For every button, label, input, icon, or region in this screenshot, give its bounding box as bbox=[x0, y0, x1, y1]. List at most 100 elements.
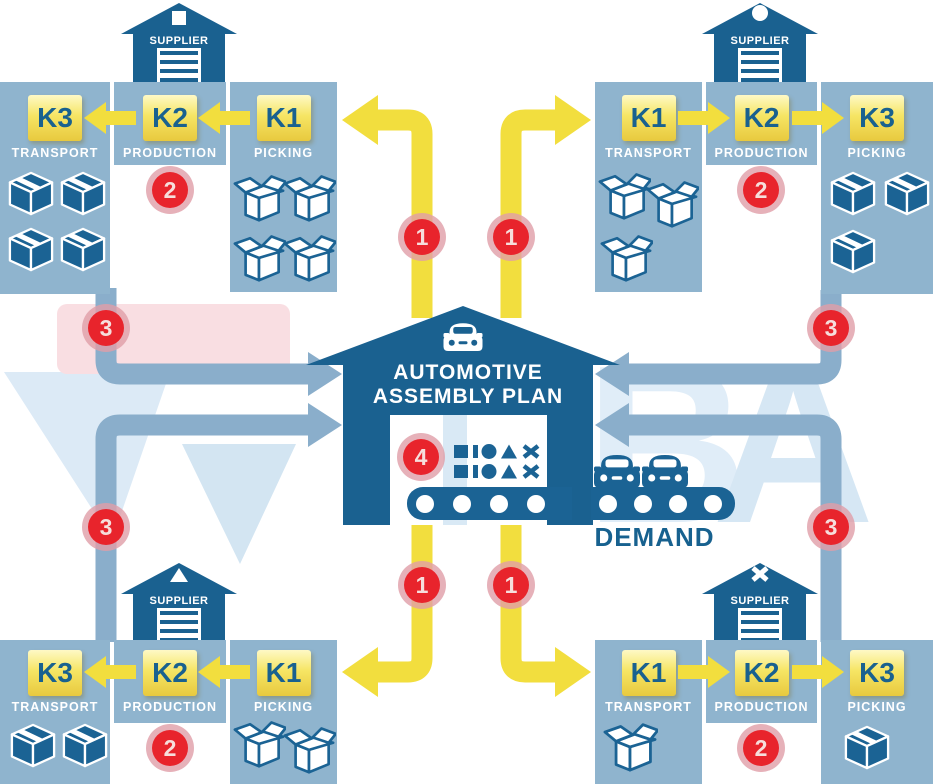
conveyor-roller-icon bbox=[453, 494, 471, 513]
kanban-card-label: K2 bbox=[152, 657, 188, 688]
conveyor-roller-icon bbox=[416, 494, 434, 513]
open-box-icon bbox=[232, 172, 286, 222]
closed-box-icon bbox=[830, 228, 876, 274]
kanban-card: K1 bbox=[621, 95, 676, 141]
kanban-flow-arrow-left-icon bbox=[198, 102, 250, 134]
kanban-card: K3 bbox=[28, 650, 82, 696]
step-badge-3: 3 bbox=[813, 310, 849, 346]
triangle-marker-icon bbox=[170, 568, 188, 582]
kanban-card: K3 bbox=[850, 650, 904, 696]
stage-label: PRODUCTION bbox=[122, 700, 218, 714]
conveyor-roller-icon bbox=[704, 494, 722, 513]
open-box-icon bbox=[599, 232, 653, 282]
kanban-card: K1 bbox=[621, 650, 676, 696]
stage-label: TRANSPORT bbox=[605, 146, 692, 160]
kanban-flow-arrow-right-icon bbox=[678, 656, 730, 688]
title-line-1: AUTOMOTIVE bbox=[393, 361, 543, 384]
cross-marker-icon bbox=[751, 566, 769, 582]
stage-label: PRODUCTION bbox=[122, 146, 218, 160]
kanban-card: K2 bbox=[734, 95, 789, 141]
stage-label: PICKING bbox=[253, 146, 314, 160]
car-icon bbox=[437, 321, 489, 351]
step-badge-1: 1 bbox=[404, 567, 440, 603]
stage-column-transport: K3 TRANSPORT bbox=[0, 640, 110, 784]
open-box-icon bbox=[282, 172, 336, 222]
demand-conveyor bbox=[591, 487, 735, 520]
closed-box-icon bbox=[10, 722, 56, 768]
stage-column-production: K2 PRODUCTION bbox=[114, 640, 226, 723]
conveyor-roller-icon bbox=[634, 494, 652, 513]
supplier-building-top-left: SUPPLIER bbox=[121, 2, 237, 82]
stage-label: PRODUCTION bbox=[714, 700, 809, 714]
step-badge-2: 2 bbox=[743, 172, 779, 208]
supplier-building-top-right: SUPPLIER bbox=[702, 2, 818, 82]
demand-label: DEMAND bbox=[594, 522, 715, 552]
kanban-card-label: K1 bbox=[265, 102, 302, 133]
stage-column-production: K2 PRODUCTION bbox=[706, 82, 817, 165]
kanban-card: K1 bbox=[256, 650, 311, 696]
stage-label: PRODUCTION bbox=[714, 146, 809, 160]
information-flow-pipes bbox=[95, 288, 842, 642]
stage-label: PICKING bbox=[847, 700, 907, 714]
supplier-building-bottom-right: SUPPLIER bbox=[702, 562, 818, 642]
kanban-loop-arrowheads bbox=[342, 95, 591, 697]
kanban-card-label: K1 bbox=[630, 102, 667, 133]
kanban-flow-arrow-left-icon bbox=[84, 656, 136, 688]
kanban-card-label: K3 bbox=[859, 657, 895, 688]
step-badge-4: 4 bbox=[403, 439, 439, 475]
step-badge-2: 2 bbox=[152, 730, 188, 766]
kanban-flow-arrow-left-icon bbox=[198, 656, 250, 688]
conveyor-roller-icon bbox=[527, 494, 545, 513]
closed-box-icon bbox=[8, 170, 54, 216]
stage-label: PICKING bbox=[253, 700, 314, 714]
assembly-conveyor bbox=[407, 487, 572, 520]
step-badge-3: 3 bbox=[813, 509, 849, 545]
kanban-card: K3 bbox=[850, 95, 904, 141]
stage-column-picking: K3 PICKING bbox=[821, 640, 933, 784]
closed-box-icon bbox=[60, 226, 106, 272]
kanban-flow-arrow-right-icon bbox=[792, 102, 844, 134]
kanban-card-label: K2 bbox=[152, 102, 188, 133]
title-line-2: ASSEMBLY PLAN bbox=[372, 385, 564, 408]
step-badge-3: 3 bbox=[88, 509, 124, 545]
stage-column-picking: K1 PICKING bbox=[230, 640, 337, 784]
supplier-label: SUPPLIER bbox=[730, 595, 790, 607]
kanban-card-label: K3 bbox=[37, 657, 73, 688]
step-badge-2: 2 bbox=[152, 172, 188, 208]
open-box-icon bbox=[282, 724, 336, 774]
kanban-card: K1 bbox=[256, 95, 311, 141]
kanban-flow-arrow-right-icon bbox=[792, 656, 844, 688]
parts-shapes-row-icon bbox=[454, 464, 540, 479]
conveyor-roller-icon bbox=[490, 494, 508, 513]
kanban-loop-pipes bbox=[378, 109, 555, 683]
parts-shapes-row-icon bbox=[454, 444, 540, 459]
stage-column-transport: K1 TRANSPORT bbox=[595, 640, 702, 784]
closed-box-icon bbox=[8, 226, 54, 272]
kanban-card-label: K3 bbox=[37, 102, 73, 133]
car-icon bbox=[642, 452, 688, 488]
open-box-icon bbox=[645, 178, 699, 228]
kanban-card: K2 bbox=[734, 650, 789, 696]
open-box-icon bbox=[232, 232, 286, 282]
conveyor-roller-icon bbox=[599, 494, 617, 513]
kanban-flow-arrow-right-icon bbox=[678, 102, 730, 134]
step-badge-1: 1 bbox=[493, 567, 529, 603]
open-box-icon bbox=[602, 720, 658, 772]
step-badge-1: 1 bbox=[493, 219, 529, 255]
kanban-card: K2 bbox=[143, 95, 197, 141]
stage-label: TRANSPORT bbox=[11, 146, 99, 160]
stage-label: TRANSPORT bbox=[11, 700, 99, 714]
kanban-card-label: K2 bbox=[743, 102, 780, 133]
watermark-logo-triangles-icon bbox=[4, 372, 296, 564]
supplier-label: SUPPLIER bbox=[730, 35, 790, 47]
closed-box-icon bbox=[844, 724, 890, 770]
kanban-card: K2 bbox=[143, 650, 197, 696]
kanban-card: K3 bbox=[28, 95, 82, 141]
open-box-icon bbox=[232, 718, 286, 768]
stage-label: PICKING bbox=[847, 146, 907, 160]
open-box-icon bbox=[597, 170, 651, 220]
step-badge-1: 1 bbox=[404, 219, 440, 255]
conveyor-roller-icon bbox=[669, 494, 687, 513]
closed-box-icon bbox=[62, 722, 108, 768]
